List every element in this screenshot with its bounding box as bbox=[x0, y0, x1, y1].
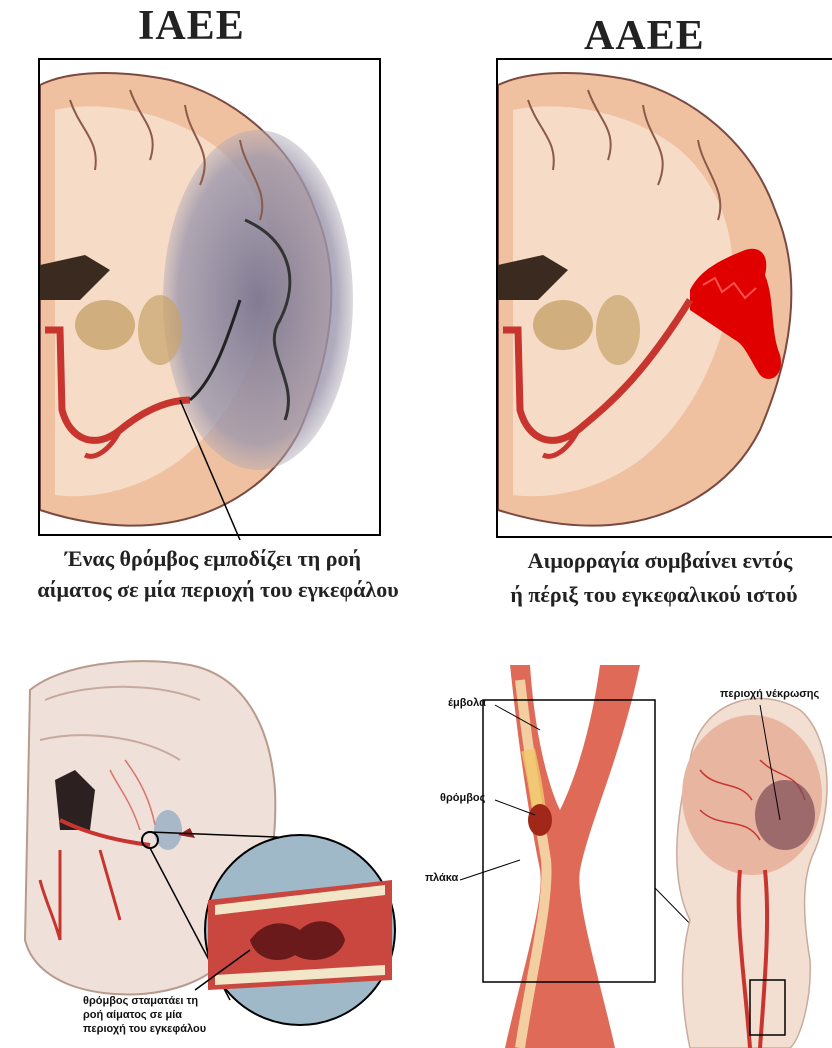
thrombus-in-artery bbox=[528, 804, 552, 836]
necrosis-label: περιοχή νέκρωσης bbox=[720, 688, 819, 700]
necrosis-area bbox=[755, 780, 815, 850]
plaque-label: πλάκα bbox=[425, 872, 458, 884]
thrombus-label: θρόμβος bbox=[440, 792, 485, 804]
emboli-label: έμβολα bbox=[448, 697, 486, 709]
